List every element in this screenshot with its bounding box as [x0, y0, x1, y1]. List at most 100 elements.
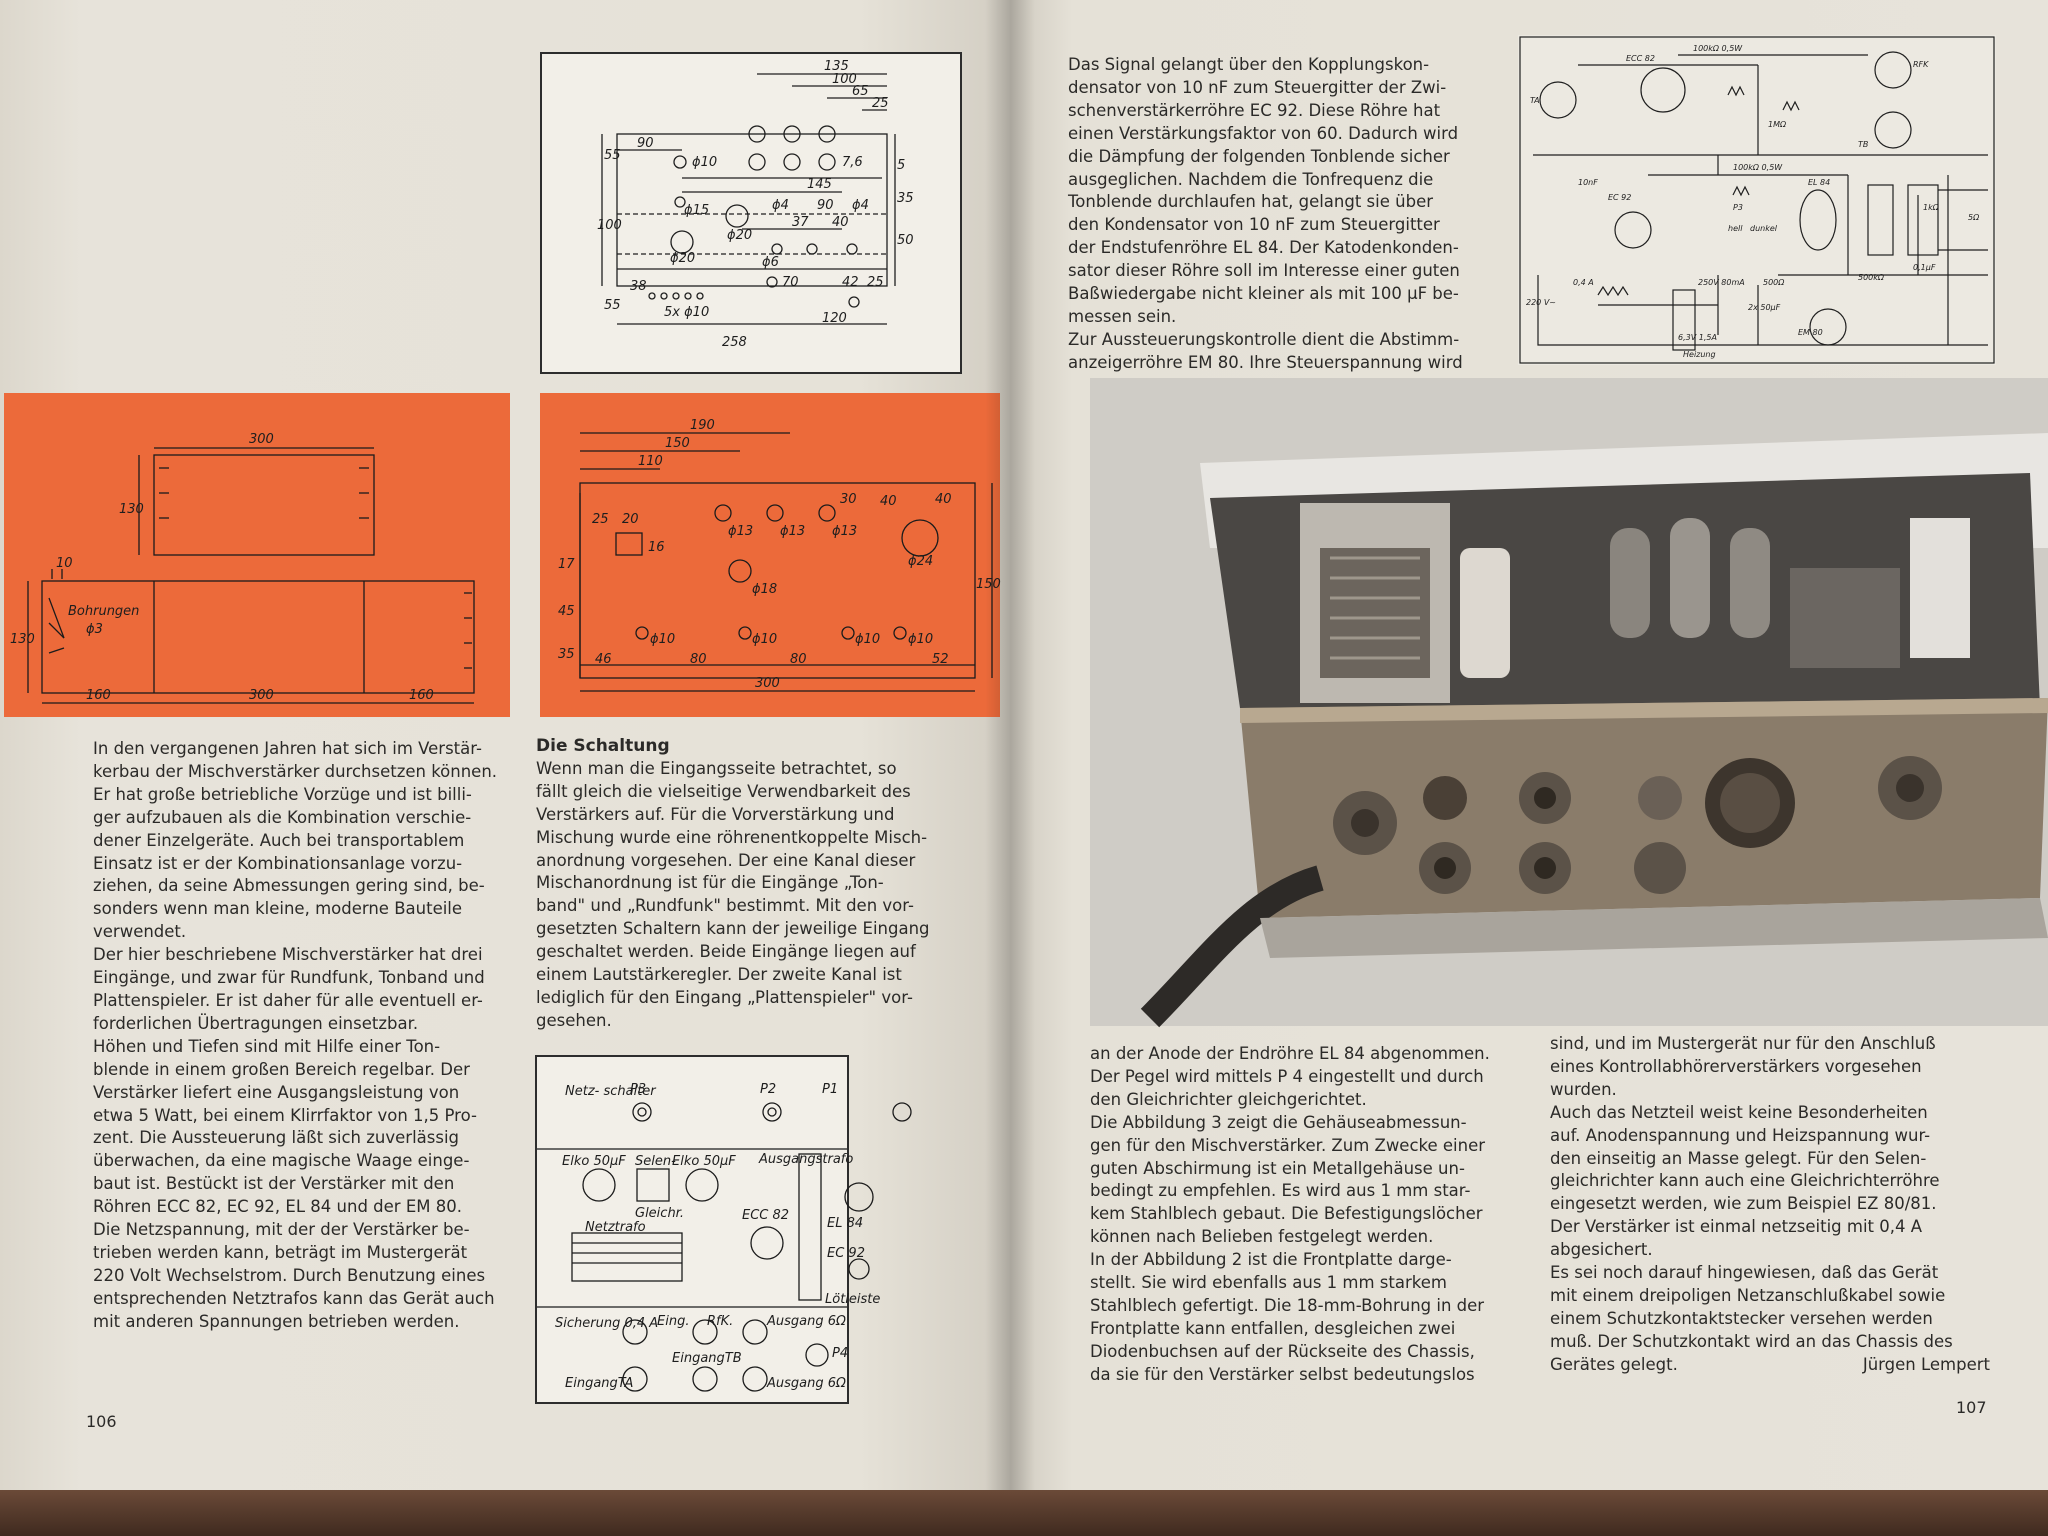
label-el84: EL 84: [827, 1216, 863, 1231]
schaltung-column: Die Schaltung Wenn man die Eingangsseite…: [536, 735, 962, 1033]
top-text-column: Das Signal gelangt über den Kopplungskon…: [1068, 54, 1500, 375]
hole-label: ϕ13: [728, 524, 753, 539]
label-ausgang1: Ausgang 6Ω: [766, 1314, 846, 1329]
label-r8: 1kΩ: [1923, 203, 1940, 212]
bohrungen-label: Bohrungen: [68, 604, 139, 619]
dim-label: 30: [840, 492, 857, 507]
dim-label: 52: [932, 652, 949, 667]
dim-label: 46: [595, 652, 612, 667]
chassis-drawing: 135 100 65 25 90 145 90 37 40 38 70 42 2…: [540, 52, 962, 374]
component-layout-drawing: Netz- schalter P3 P2 P1 Elko 50µF Selen-…: [535, 1055, 912, 1404]
label-r9: 0,1µF: [1913, 263, 1936, 272]
tube-label-em80: EM 80: [1798, 328, 1823, 337]
hole-label: ϕ4: [852, 198, 869, 213]
dim-label: 55: [604, 298, 621, 313]
text-line: Gerätes gelegt.: [1550, 1354, 1678, 1374]
hole-label: ϕ20: [727, 228, 752, 243]
text-line: mit einem dreipoligen Netzanschlußkabel …: [1550, 1285, 1946, 1305]
label-rfk: RFK: [1913, 60, 1929, 69]
text-line: baut ist. Bestückt ist der Verstärker mi…: [93, 1174, 455, 1194]
text-line: wurden.: [1550, 1079, 1617, 1099]
text-line: eingesetzt werden, wie zum Beispiel EZ 8…: [1550, 1194, 1937, 1214]
text-line: schenverstärkerröhre EC 92. Diese Röhre …: [1068, 100, 1441, 120]
text-line: gesehen.: [536, 1010, 612, 1030]
dim-label: 100: [832, 72, 857, 87]
chassis-drawing-svg: 135 100 65 25 90 145 90 37 40 38 70 42 2…: [597, 59, 914, 350]
text-line: zent. Die Aussteuerung läßt sich zuverlä…: [93, 1128, 460, 1148]
label-eingang-ta: EingangTA: [565, 1376, 633, 1391]
text-line: Baßwiedergabe nicht kleiner als mit 100 …: [1068, 284, 1459, 304]
dim-label: 145: [807, 177, 832, 192]
text-line: Er hat große betriebliche Vorzüge und is…: [93, 784, 472, 804]
dim-label: 38: [630, 279, 647, 294]
text-line: Verstärkers auf. Für die Vorverstärkung …: [536, 804, 895, 824]
label-hell: hell: [1728, 224, 1743, 233]
dim-label: 100: [597, 218, 622, 233]
text-line: Plattenspieler. Er ist daher für alle ev…: [93, 990, 483, 1010]
dim-label: 25: [592, 512, 609, 527]
text-line: forderlichen Übertragungen einsetzbar.: [93, 1013, 419, 1033]
label-sicherung: Sicherung 0,4 A: [555, 1316, 658, 1331]
text-line: Tonblende durchlaufen hat, gelangt sie ü…: [1068, 192, 1433, 212]
text-line: geschaltet werden. Beide Eingänge liegen…: [536, 942, 916, 962]
text-line: Es sei noch darauf hingewiesen, daß das …: [1550, 1263, 1939, 1283]
text-line: Die Abbildung 3 zeigt die Gehäuseabmessu…: [1090, 1112, 1467, 1132]
label-p4: P4: [832, 1346, 848, 1361]
label-r4: 500Ω: [1763, 278, 1785, 287]
label-p3: P3: [1733, 203, 1743, 212]
label-ecc82: ECC 82: [742, 1208, 789, 1223]
hole-label: ϕ10: [692, 155, 717, 170]
dim-label: 40: [935, 492, 952, 507]
text-line: stellt. Sie wird ebenfalls aus 1 mm star…: [1090, 1273, 1447, 1293]
label-c1: 10nF: [1578, 178, 1598, 187]
intro-column: In den vergangenen Jahren hat sich im Ve…: [93, 738, 505, 1334]
label-tb: TB: [1858, 140, 1868, 149]
text-line: trieben werden kann, beträgt im Musterge…: [93, 1242, 468, 1262]
text-line: Auch das Netzteil weist keine Besonderhe…: [1550, 1102, 1928, 1122]
label-ec92: EC 92: [827, 1246, 865, 1261]
right-page: Das Signal gelangt über den Kopplungskon…: [1010, 0, 2048, 1505]
text-line: da sie für den Verstärker selbst bedeutu…: [1090, 1364, 1475, 1384]
housing-drawing: 300 130 10 130 160 300 160 Bohrungen ϕ3: [4, 393, 510, 717]
label-eing: Eing.: [657, 1314, 689, 1329]
label-p2: P2: [760, 1082, 776, 1097]
text-line: Höhen und Tiefen sind mit Hilfe einer To…: [93, 1036, 441, 1056]
dim-label: 20: [622, 512, 639, 527]
dim-label: 150: [665, 436, 690, 451]
text-line: kem Stahlblech gebaut. Die Befestigungsl…: [1090, 1204, 1483, 1224]
text-line: gleichrichter kann auch eine Gleichricht…: [1550, 1171, 1940, 1191]
text-line: die Dämpfung der folgenden Tonblende sic…: [1068, 146, 1450, 166]
label-r5: 2x 50µF: [1748, 303, 1781, 312]
dim-label: 130: [119, 502, 144, 517]
text-line: können nach Belieben festgelegt werden.: [1090, 1227, 1434, 1247]
dim-label: 40: [832, 215, 849, 230]
text-line: 220 Volt Wechselstrom. Durch Benutzung e…: [93, 1265, 486, 1285]
dim-label: 35: [897, 191, 914, 206]
text-line: messen sein.: [1068, 306, 1177, 326]
author-name: Jürgen Lempert: [1862, 1354, 1990, 1374]
label-r2: 100kΩ 0,5W: [1733, 163, 1783, 172]
text-line: Zur Aussteuerungskontrolle dient die Abs…: [1068, 329, 1460, 349]
text-line: den Kondensator von 10 nF zum Steuergitt…: [1068, 215, 1440, 235]
text-line: Der hier beschriebene Mischverstärker ha…: [93, 945, 483, 965]
text-line: Mischung wurde eine röhrenentkoppelte Mi…: [536, 827, 928, 847]
hole-label: ϕ10: [908, 632, 933, 647]
dim-label: 190: [690, 418, 715, 433]
hole-label: ϕ13: [780, 524, 805, 539]
hole-label: ϕ6: [762, 255, 779, 270]
label-out: 5Ω: [1968, 213, 1980, 222]
hole-label: ϕ4: [772, 198, 789, 213]
text-line: Einsatz ist er der Kombinationsanlage vo…: [93, 853, 463, 873]
front-plate-svg: 190 150 110 25 20 16 30 40 40 17 45 35 1…: [558, 418, 1001, 692]
text-line: entsprechenden Netztrafos kann das Gerät…: [93, 1288, 495, 1308]
dim-label: 110: [638, 454, 663, 469]
dim-label: 50: [897, 233, 914, 248]
left-page: 135 100 65 25 90 145 90 37 40 38 70 42 2…: [0, 0, 1010, 1505]
text-line: sonders wenn man kleine, moderne Bauteil…: [93, 899, 463, 919]
text-line: der Endstufenröhre EL 84. Der Katodenkon…: [1068, 238, 1459, 258]
dim-label: 90: [817, 198, 834, 213]
text-line: Diodenbuchsen auf der Rückseite des Chas…: [1090, 1341, 1475, 1361]
text-line: Mischanordnung ist für die Eingänge „Ton…: [536, 873, 884, 893]
text-line: lediglich für den Eingang „Plattenspiele…: [536, 987, 913, 1007]
